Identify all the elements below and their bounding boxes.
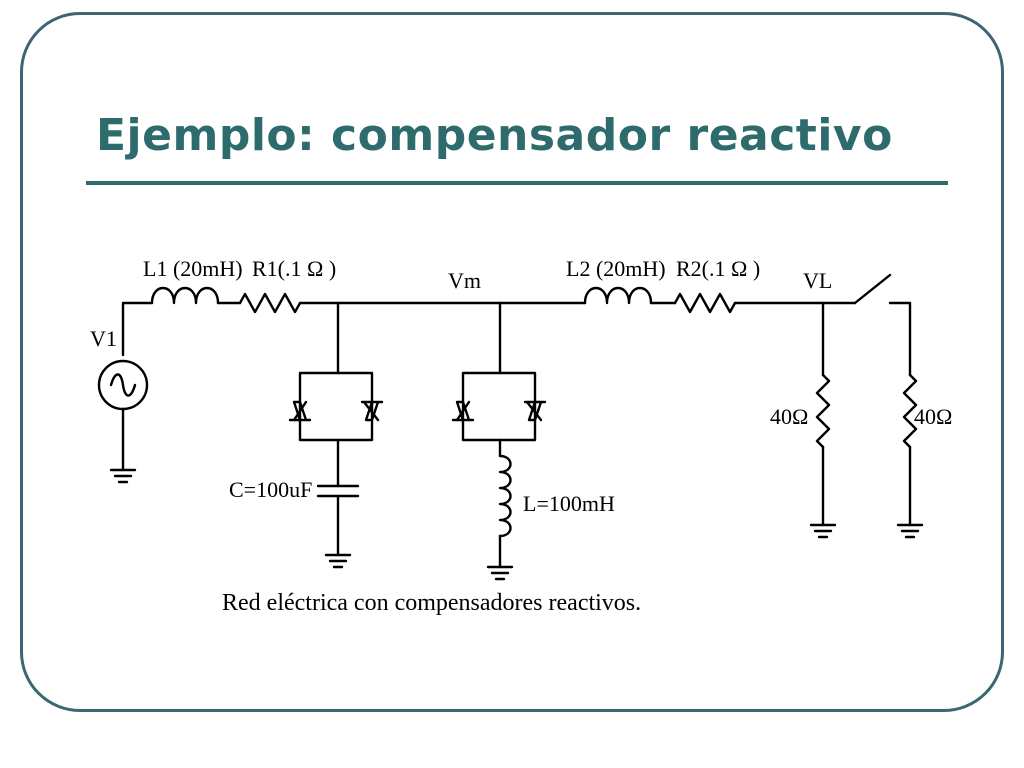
- inductor-l: [498, 454, 512, 538]
- label-l2: L2 (20mH): [566, 256, 666, 281]
- ground-ind: [486, 565, 514, 581]
- thyristor-1b: [360, 400, 384, 422]
- slide-title: Ejemplo: compensador reactivo: [96, 110, 893, 161]
- ground-cap: [324, 553, 352, 569]
- resistor-load1: [815, 373, 831, 449]
- figure-caption: Red eléctrica con compensadores reactivo…: [222, 590, 642, 616]
- resistor-r2: [673, 292, 737, 314]
- slide-frame: [20, 12, 1004, 712]
- wire-switch-load2: [888, 301, 912, 377]
- capacitor-c: [316, 484, 360, 498]
- ground-v1: [109, 468, 137, 484]
- v1-sine: [109, 373, 137, 397]
- ground-load1: [809, 523, 837, 539]
- label-vl: VL: [803, 268, 832, 293]
- inductor-l2: [583, 286, 653, 305]
- thyristor-1a: [288, 400, 312, 422]
- wire-v1-up: [121, 301, 154, 357]
- resistor-r1: [238, 292, 302, 314]
- switch: [853, 273, 892, 305]
- label-load2: 40Ω: [914, 404, 952, 429]
- thyristor-box-1: [298, 371, 374, 442]
- title-rule: [86, 181, 948, 185]
- label-l: L=100mH: [523, 491, 615, 516]
- label-r1: R1(.1 Ω ): [252, 256, 336, 281]
- resistor-load2: [902, 373, 918, 449]
- thyristor-2b: [523, 400, 547, 422]
- label-l1: L1 (20mH): [143, 256, 243, 281]
- label-c: C=100uF: [229, 477, 312, 502]
- label-v1: V1: [90, 326, 117, 351]
- ground-load2: [896, 523, 924, 539]
- label-r2: R2(.1 Ω ): [676, 256, 760, 281]
- thyristor-2a: [451, 400, 475, 422]
- label-load1: 40Ω: [770, 404, 808, 429]
- label-vm: Vm: [448, 268, 481, 293]
- inductor-l1: [150, 286, 220, 305]
- thyristor-box-2: [461, 371, 537, 442]
